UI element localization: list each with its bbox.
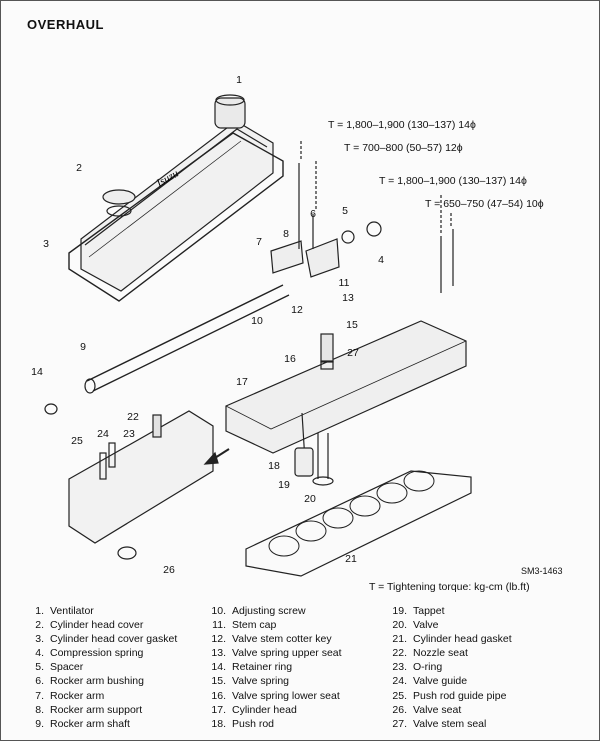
- callout-7: 7: [256, 236, 262, 248]
- spacer: [341, 230, 355, 244]
- legend-item: 16.Valve spring lower seat: [211, 689, 340, 702]
- legend-item: 2.Cylinder head cover: [35, 619, 144, 632]
- legend-column-3: 19.Tappet 20.Valve 21.Cylinder head gask…: [384, 604, 512, 731]
- legend-item: 26.Valve seat: [392, 703, 462, 716]
- legend-item: 18.Push rod: [211, 717, 275, 730]
- callout-1: 1: [236, 74, 242, 86]
- legend-item: 6.Rocker arm bushing: [35, 675, 144, 688]
- callout-10: 10: [251, 315, 263, 327]
- legend-item: 21.Cylinder head gasket: [392, 633, 512, 646]
- callout-24: 24: [97, 428, 109, 440]
- torque-spec-1: T = 1,800–1,900 (130–137) 14ϕ: [328, 119, 476, 131]
- nozzle-seat: [152, 414, 162, 438]
- callout-25: 25: [71, 435, 83, 447]
- legend-column-2: 10.Adjusting screw 11.Stem cap 12.Valve …: [203, 604, 342, 731]
- callout-17: 17: [236, 376, 248, 388]
- callout-4: 4: [378, 254, 384, 266]
- legend-item: 5.Spacer: [35, 661, 84, 674]
- legend-item: 3.Cylinder head cover gasket: [35, 633, 178, 646]
- callout-5: 5: [342, 205, 348, 217]
- callout-15: 15: [346, 319, 358, 331]
- legend-item: 25.Push rod guide pipe: [392, 689, 507, 702]
- legend-item: 10.Adjusting screw: [211, 605, 306, 617]
- rocker-arm-shaft: [86, 284, 290, 392]
- rocker-arm-support: [305, 238, 340, 278]
- legend-item: 15.Valve spring: [211, 675, 290, 688]
- callout-22: 22: [127, 411, 139, 423]
- rocker-arm: [270, 240, 304, 274]
- legend-item: 4.Compression spring: [35, 647, 144, 660]
- callout-3: 3: [43, 238, 49, 250]
- torque-spec-3: T = 1,800–1,900 (130–137) 14ϕ: [379, 175, 527, 187]
- legend-item: 23.O-ring: [392, 661, 443, 674]
- callout-19: 19: [278, 479, 290, 491]
- torque-unit-note: T = Tightening torque: kg-cm (lb.ft): [369, 581, 530, 593]
- callout-11: 11: [338, 277, 350, 289]
- callout-20: 20: [304, 493, 316, 505]
- retainer-ring: [44, 403, 58, 415]
- ventilator: [214, 97, 246, 129]
- cylinder-head-gasket: [245, 470, 472, 577]
- valve-head: [312, 476, 334, 486]
- legend-item: 7.Rocker arm: [35, 689, 105, 702]
- oil-filler-cap: [102, 189, 136, 205]
- figure-reference: SM3-1463: [521, 566, 563, 576]
- legend-item: 20.Valve: [392, 619, 439, 632]
- gasket-bores: [268, 470, 435, 557]
- legend-item: 8.Rocker arm support: [35, 703, 143, 716]
- callout-8: 8: [283, 228, 289, 240]
- tappet: [294, 447, 314, 477]
- valve-seat: [117, 546, 137, 560]
- callout-27: 27: [347, 347, 359, 359]
- callout-14: 14: [31, 366, 43, 378]
- legend-item: 14.Retainer ring: [211, 661, 293, 674]
- page-title: OVERHAUL: [27, 17, 104, 32]
- callout-23: 23: [123, 428, 135, 440]
- head-underside: [68, 410, 214, 544]
- legend-item: 19.Tappet: [392, 605, 445, 617]
- legend-item: 12.Valve stem cotter key: [211, 633, 332, 646]
- legend-item: 9.Rocker arm shaft: [35, 717, 130, 730]
- torque-spec-2: T = 700–800 (50–57) 12ϕ: [344, 142, 463, 154]
- cover-gasket: [68, 132, 284, 302]
- legend-item: 17.Cylinder head: [211, 703, 297, 716]
- valve-guide: [108, 442, 116, 468]
- push-rod-guide-pipe: [99, 452, 107, 480]
- callout-26: 26: [163, 564, 175, 576]
- compression-spring: [366, 221, 382, 237]
- callout-6: 6: [310, 208, 316, 220]
- cylinder-head: [225, 320, 467, 454]
- callout-2: 2: [76, 162, 82, 174]
- legend-column-1: 1.Ventilator 2.Cylinder head cover 3.Cyl…: [21, 604, 177, 731]
- callout-12: 12: [291, 304, 303, 316]
- callout-13: 13: [342, 292, 354, 304]
- legend-item: 22.Nozzle seat: [392, 647, 468, 660]
- valve-spring: [320, 333, 334, 363]
- torque-spec-4: T = 650–750 (47–54) 10ϕ: [425, 198, 544, 210]
- callout-18: 18: [268, 460, 280, 472]
- legend-item: 1.Ventilator: [35, 605, 94, 617]
- legend-item: 24.Valve guide: [392, 675, 468, 688]
- legend-item: 13.Valve spring upper seat: [211, 647, 342, 660]
- callout-9: 9: [80, 341, 86, 353]
- legend-item: 11.Stem cap: [212, 619, 277, 632]
- legend-item: 27.Valve stem seal: [392, 717, 487, 730]
- callout-21: 21: [345, 553, 357, 565]
- callout-16: 16: [284, 353, 296, 365]
